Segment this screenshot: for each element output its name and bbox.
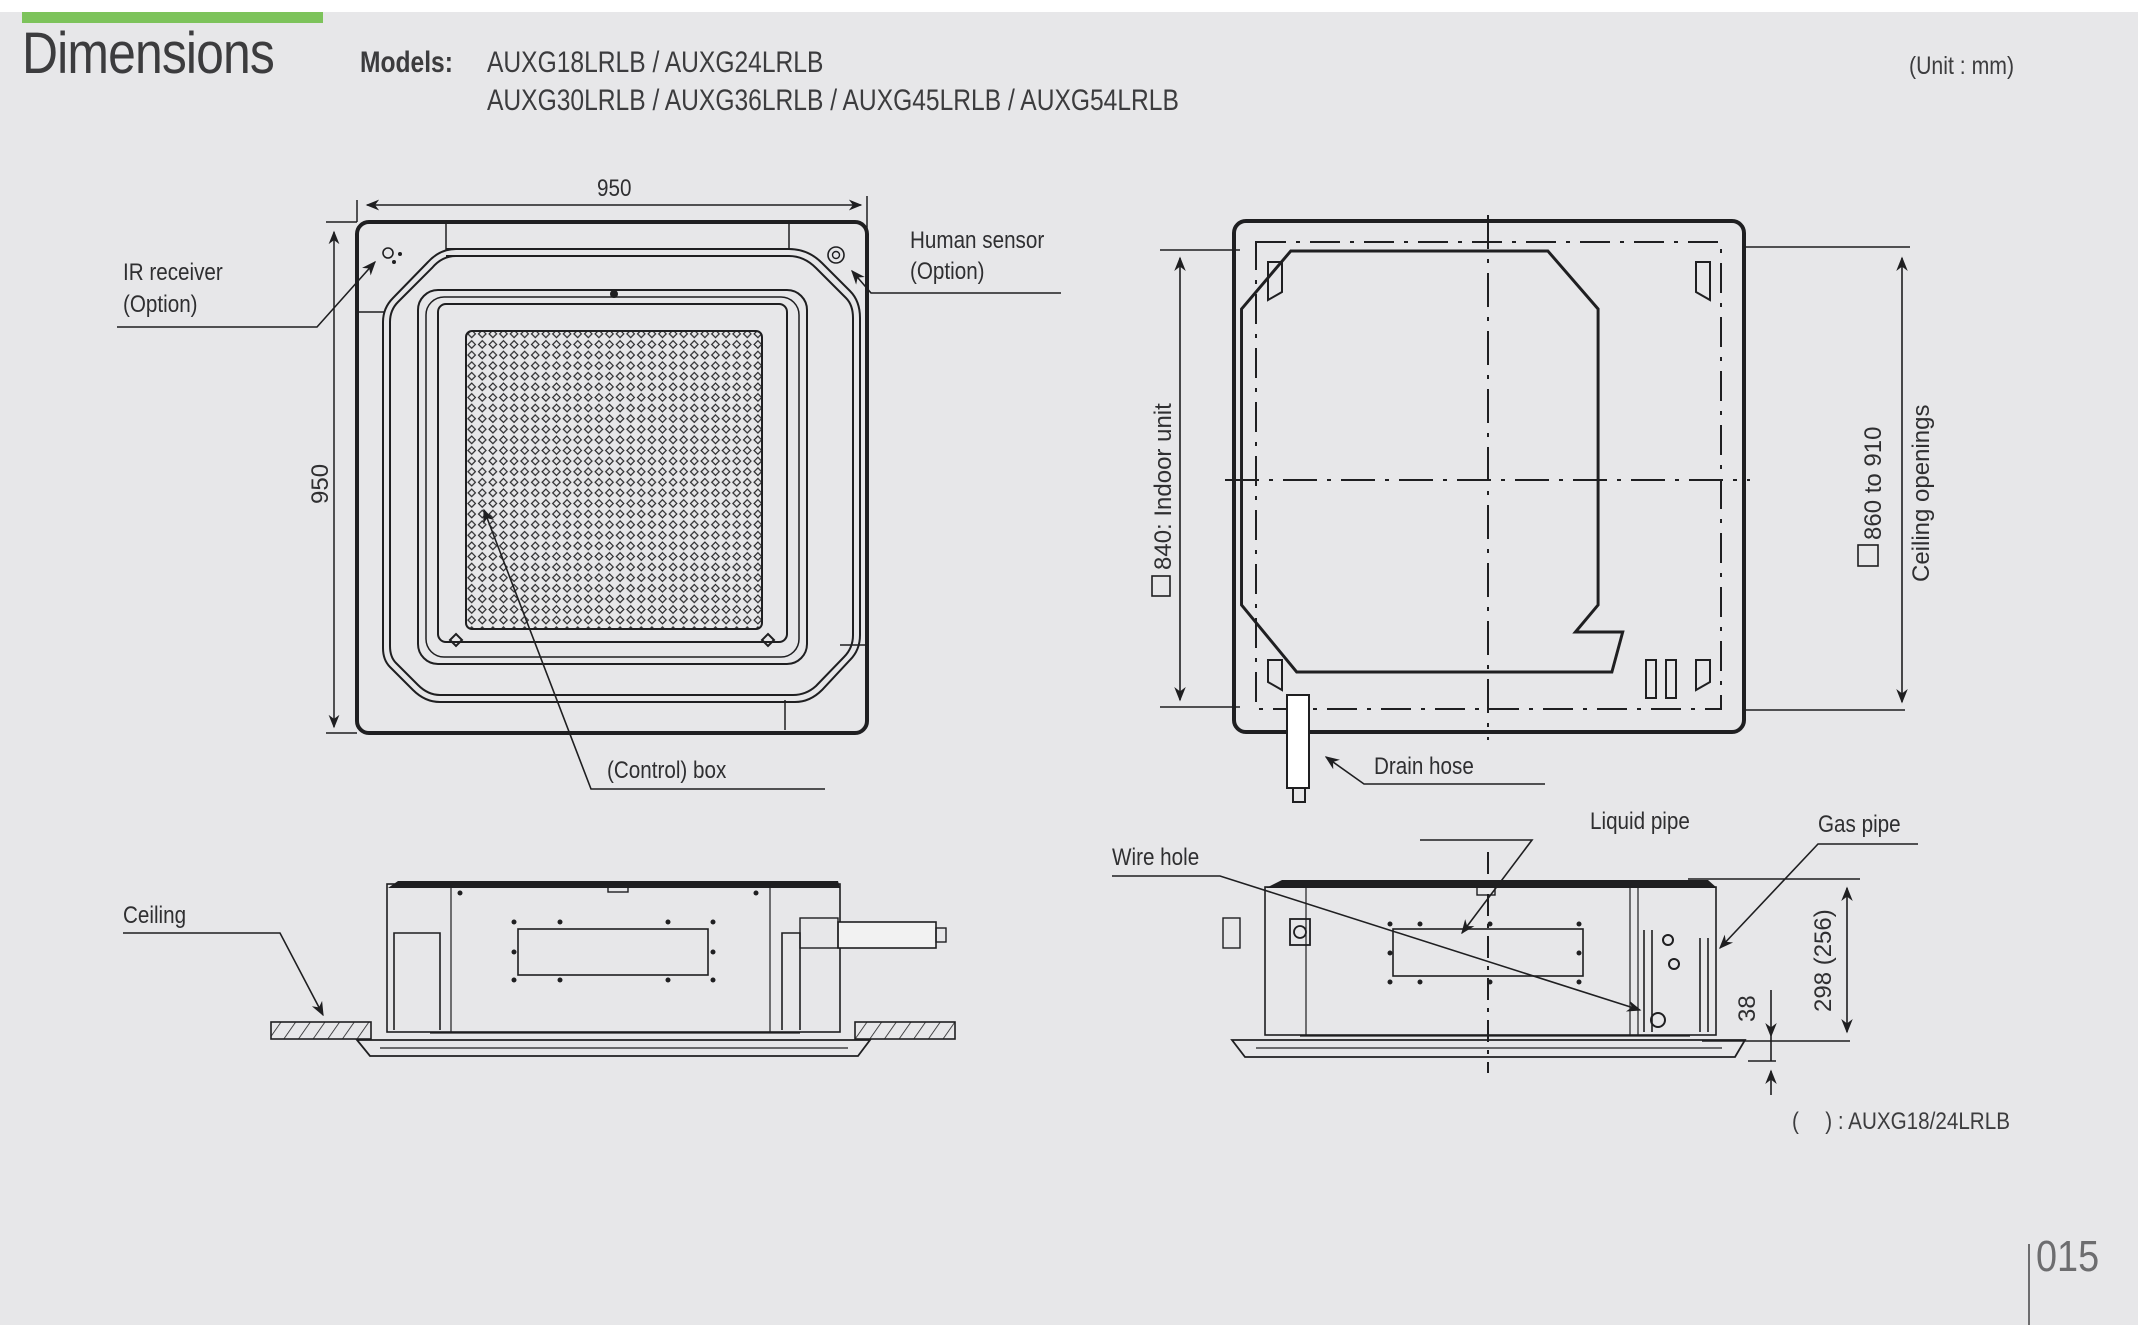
side-view-right <box>1112 839 1918 1095</box>
model-footnote: ( ) : AUXG18/24LRLB <box>1792 1108 2010 1135</box>
page-number: 015 <box>2036 1232 2100 1281</box>
wire-hole-label: Wire hole <box>1112 844 1200 871</box>
panel-dimension-38: 38 <box>1734 995 1761 1022</box>
indoor-unit-dimension: 840: Indoor unit <box>1150 403 1177 570</box>
drain-hose-label: Drain hose <box>1374 753 1474 780</box>
plan-view <box>1151 215 1910 803</box>
ir-receiver-option-label: (Option) <box>123 291 198 318</box>
ceiling-opening-dimension: 860 to 910 <box>1860 426 1887 540</box>
top-sensor-dot-icon <box>610 290 618 298</box>
page-title: Dimensions <box>22 21 275 86</box>
height-dimension-950: 950 <box>307 463 334 504</box>
models-label: Models: <box>360 46 453 79</box>
human-sensor-label: Human sensor <box>910 227 1045 254</box>
liquid-pipe-label: Liquid pipe <box>1590 808 1690 835</box>
control-box-label: (Control) box <box>607 757 727 784</box>
top-view <box>117 196 1061 790</box>
accent-bar <box>22 12 323 23</box>
wire-hole-icon <box>1650 1012 1666 1028</box>
ceiling-label: Ceiling <box>123 902 187 929</box>
gas-pipe-label: Gas pipe <box>1818 811 1901 838</box>
page-number-divider <box>2028 1244 2030 1325</box>
model-line-1: AUXG18LRLB / AUXG24LRLB <box>487 46 824 79</box>
unit-note: (Unit : mm) <box>1909 52 2015 80</box>
model-line-2: AUXG30LRLB / AUXG36LRLB / AUXG45LRLB / A… <box>487 84 1179 117</box>
ir-receiver-label: IR receiver <box>123 259 223 286</box>
side-view-left <box>123 881 956 1057</box>
human-sensor-option-label: (Option) <box>910 258 985 285</box>
ceiling-openings-label: Ceiling openings <box>1908 404 1935 582</box>
width-dimension-950: 950 <box>597 175 632 202</box>
height-dimension-298: 298 (256) <box>1810 909 1837 1012</box>
